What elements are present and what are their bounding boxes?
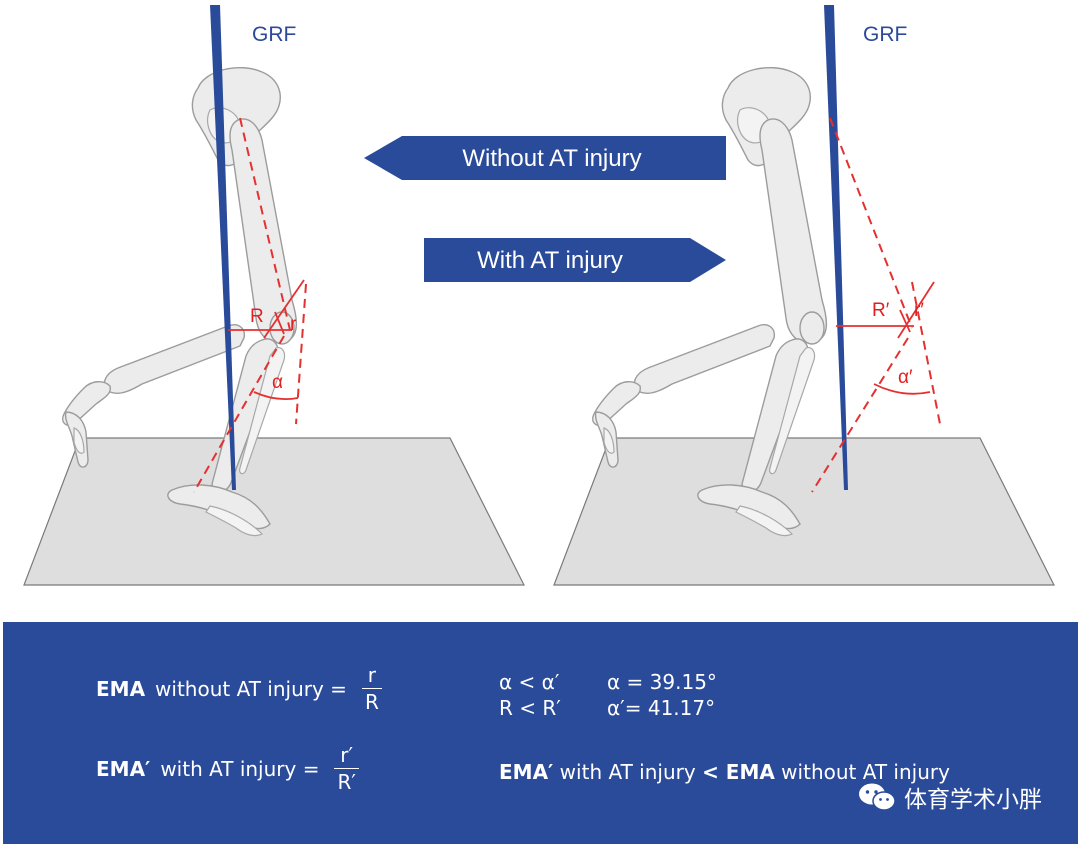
grf-label-right: GRF bbox=[863, 23, 907, 46]
biomechanics-diagram: GRF R r α GRF R′ r′ α′ Without AT injury bbox=[23, 5, 1055, 586]
conclusion-ema: < EMA bbox=[702, 760, 775, 784]
fraction-numerator: r′ bbox=[334, 742, 360, 769]
wechat-icon bbox=[859, 783, 896, 811]
arrow-with-at-injury: With AT injury bbox=[424, 238, 726, 282]
moment-arm-R-left: R bbox=[250, 306, 264, 327]
grf-vector-right bbox=[824, 5, 848, 490]
ema-with-equation: EMA′ with AT injury = r′ R′ bbox=[96, 742, 362, 795]
moment-arm-R-right: R′ bbox=[872, 300, 890, 321]
grf-label-left: GRF bbox=[252, 23, 296, 46]
ema-label: EMA bbox=[96, 676, 146, 701]
formula-panel: EMA without AT injury = r R EMA′ with AT… bbox=[3, 622, 1078, 844]
left-leg-model: GRF R r α bbox=[23, 5, 525, 586]
ema-with-text: with AT injury = bbox=[160, 756, 320, 781]
alpha-value: α = 39.15° bbox=[607, 670, 717, 694]
fraction-numerator: r bbox=[361, 662, 382, 689]
alpha-prime-value: α′= 41.17° bbox=[607, 696, 716, 720]
right-leg-model: GRF R′ r′ α′ bbox=[553, 5, 1055, 586]
moment-arm-r-right: r′ bbox=[914, 300, 924, 321]
ema-without-equation: EMA without AT injury = r R bbox=[96, 662, 385, 715]
ema-without-fraction: r R bbox=[359, 662, 385, 715]
arrow-without-at-injury: Without AT injury bbox=[364, 136, 726, 180]
ema-with-fraction: r′ R′ bbox=[331, 742, 361, 795]
angle-comparison: α < α′ bbox=[499, 670, 560, 694]
svg-text:With AT injury: With AT injury bbox=[477, 247, 623, 274]
fraction-denominator: R bbox=[364, 690, 379, 714]
ema-without-text: without AT injury = bbox=[155, 676, 347, 701]
grf-vector-left bbox=[210, 5, 236, 490]
conclusion-ema-prime: EMA′ bbox=[499, 760, 554, 784]
conclusion-text-1: with AT injury bbox=[553, 760, 703, 784]
svg-text:Without AT injury: Without AT injury bbox=[462, 145, 641, 172]
ema-conclusion: EMA′ with AT injury < EMA without AT inj… bbox=[499, 760, 950, 784]
fraction-denominator: R′ bbox=[337, 770, 356, 794]
ema-prime-label: EMA′ bbox=[96, 756, 151, 781]
conclusion-text-2: without AT injury bbox=[774, 760, 950, 784]
watermark: 体育学术小胖 bbox=[858, 780, 1042, 814]
angle-alpha-left: α bbox=[272, 372, 283, 393]
moment-arm-comparison: R < R′ bbox=[499, 696, 561, 720]
angle-alpha-right: α′ bbox=[898, 367, 913, 388]
watermark-text: 体育学术小胖 bbox=[904, 787, 1042, 813]
moment-arm-r-left: r bbox=[290, 314, 297, 335]
